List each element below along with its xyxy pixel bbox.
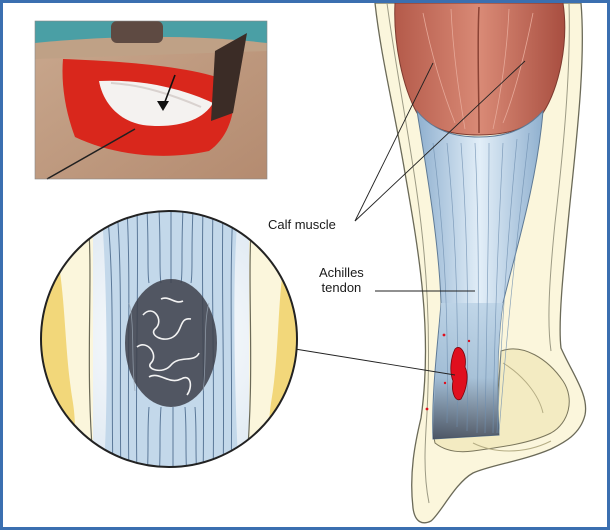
label-achilles-tendon: Achilles tendon — [319, 265, 364, 295]
label-achilles-line1: Achilles — [319, 265, 364, 280]
label-calf-muscle: Calf muscle — [268, 217, 336, 232]
achilles-illustration — [3, 3, 607, 527]
tendon-rupture — [451, 347, 467, 399]
magnified-view — [33, 203, 309, 483]
label-achilles-line2: tendon — [319, 280, 364, 295]
leg-drawing — [295, 3, 586, 523]
surgery-photo — [35, 21, 267, 179]
